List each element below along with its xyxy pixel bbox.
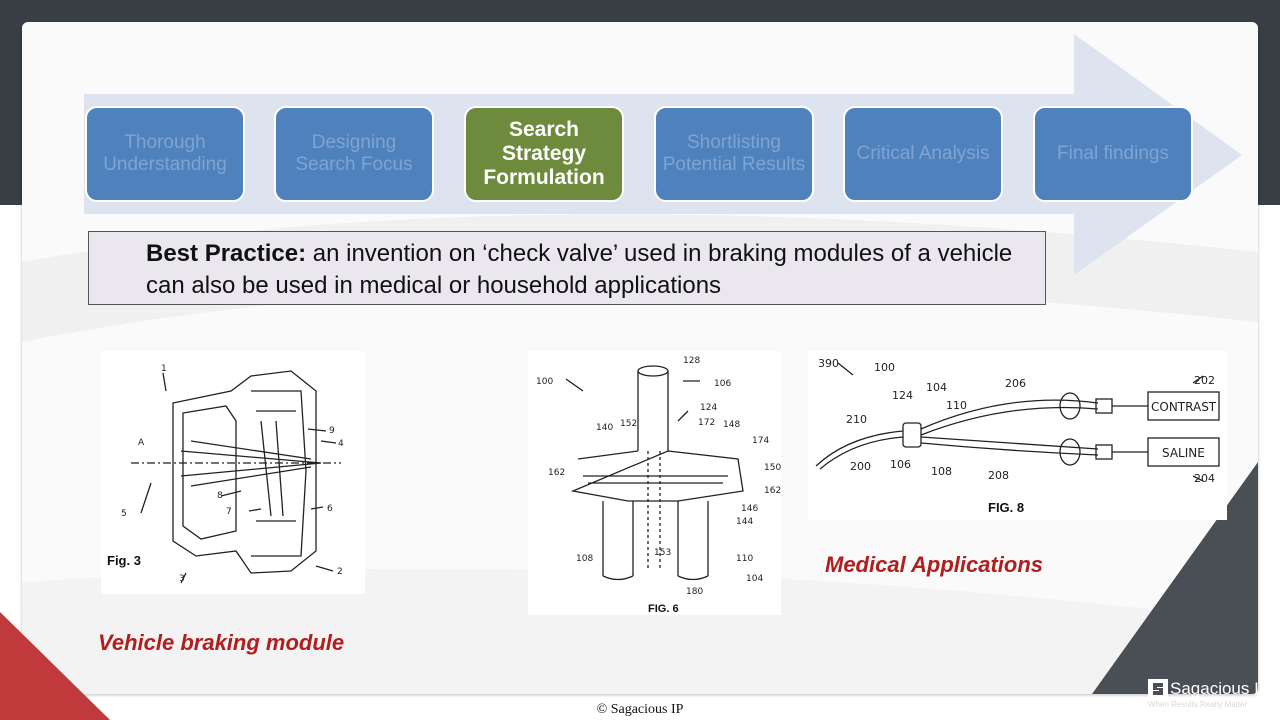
ref-108: 108 — [576, 554, 593, 564]
ref-124: 124 — [700, 403, 717, 413]
ref-5: 5 — [121, 509, 127, 519]
check-valve-figure: 128 100 106 124 140 152 172 148 174 162 … — [528, 351, 781, 615]
ref-2: 2 — [337, 567, 343, 577]
ref-150: 150 — [764, 463, 781, 473]
ref-162-left: 162 — [548, 468, 565, 478]
ref-162-right: 162 — [764, 486, 781, 496]
ref-128: 128 — [683, 356, 700, 366]
copyright-footer: © Sagacious IP — [596, 702, 684, 717]
ref-4: 4 — [338, 439, 344, 449]
ref-153: 153 — [654, 548, 671, 558]
ref-180: 180 — [686, 587, 703, 597]
ref-174: 174 — [752, 436, 769, 446]
ref-140: 140 — [596, 423, 613, 433]
step-thorough-understanding: Thorough Understanding — [85, 106, 245, 202]
ref-110: 110 — [736, 554, 753, 564]
ref-104: 104 — [926, 381, 947, 394]
corner-triangle-dark — [1092, 462, 1258, 694]
valve-fig-caption: FIG. 6 — [648, 603, 679, 615]
ref-106: 106 — [714, 379, 731, 389]
ref-172: 172 — [698, 418, 715, 428]
ref-390: 390 — [818, 357, 839, 370]
ref-100: 100 — [536, 377, 553, 387]
logo-name: Sagacious IP — [1170, 679, 1271, 698]
ref-6: 6 — [327, 504, 333, 514]
braking-fig-caption: Fig. 3 — [107, 553, 141, 568]
ref-152: 152 — [620, 419, 637, 429]
contrast-label: CONTRAST — [1151, 400, 1217, 414]
ref-202: 202 — [1194, 374, 1215, 387]
sagacious-logo-icon — [1148, 679, 1168, 699]
best-practice-heading: Best Practice: — [146, 240, 307, 267]
braking-module-figure: 1 A 9 4 8 5 7 6 3 2 Fig. 3 — [101, 351, 365, 594]
best-practice-box: Best Practice: an invention on ‘check va… — [88, 231, 1046, 305]
medical-fig-caption: FIG. 8 — [988, 500, 1024, 515]
vehicle-braking-caption: Vehicle braking module — [98, 630, 345, 655]
ref-124: 124 — [892, 389, 913, 402]
best-practice-text: an invention on ‘check valve’ used in br… — [146, 240, 1013, 299]
ref-100: 100 — [874, 361, 895, 374]
ref-144: 144 — [736, 517, 753, 527]
ref-A: A — [138, 438, 145, 448]
ref-7: 7 — [226, 507, 232, 517]
sagacious-logo: Sagacious IP When Results Really Matter — [1146, 676, 1276, 716]
step-shortlisting-potential-results: Shortlisting Potential Results — [654, 106, 814, 202]
step-final-findings: Final findings — [1033, 106, 1193, 202]
step-designing-search-focus: Designing Search Focus — [274, 106, 434, 202]
step-critical-analysis: Critical Analysis — [843, 106, 1003, 202]
ref-200: 200 — [850, 460, 871, 473]
ref-106: 106 — [890, 458, 911, 471]
ref-3: 3 — [179, 574, 185, 584]
ref-104: 104 — [746, 574, 763, 584]
ref-1: 1 — [161, 364, 167, 374]
ref-210: 210 — [846, 413, 867, 426]
ref-206: 206 — [1005, 377, 1026, 390]
logo-tagline: When Results Really Matter — [1148, 700, 1248, 709]
medical-applications-caption: Medical Applications — [825, 552, 1044, 577]
ref-9: 9 — [329, 426, 335, 436]
ref-146: 146 — [741, 504, 758, 514]
ref-204: 204 — [1194, 472, 1215, 485]
ref-148: 148 — [723, 420, 740, 430]
ref-110: 110 — [946, 399, 967, 412]
step-search-strategy-formulation: Search Strategy Formulation — [464, 106, 624, 202]
saline-label: SALINE — [1162, 446, 1205, 460]
medical-application-figure: 390 100 104 206 202 124 110 210 200 106 … — [808, 351, 1227, 520]
ref-108: 108 — [931, 465, 952, 478]
ref-8: 8 — [217, 491, 223, 501]
ref-208: 208 — [988, 469, 1009, 482]
